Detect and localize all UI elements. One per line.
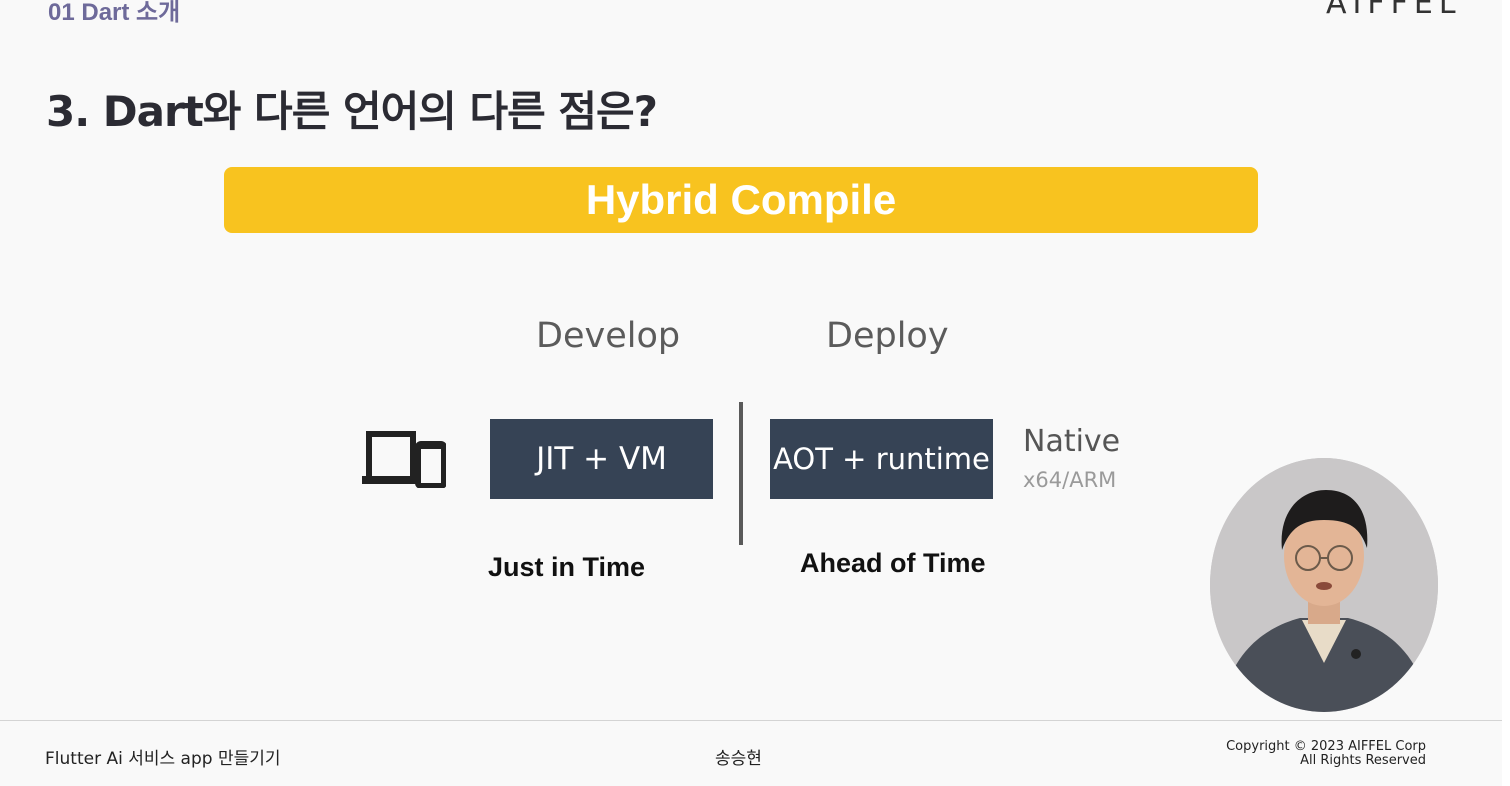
aot-runtime-box: AOT + runtime: [770, 419, 993, 499]
native-label: Native: [1023, 424, 1121, 459]
laptop-phone-icon: [362, 431, 446, 488]
arch-label: x64/ARM: [1023, 468, 1117, 492]
footer-divider: [0, 720, 1502, 721]
banner-text: Hybrid Compile: [585, 176, 897, 223]
presenter-name: 송승현: [715, 749, 762, 769]
jit-caption: Just in Time: [488, 552, 646, 582]
aiffel-logo: AIFFEL: [1326, 0, 1462, 21]
develop-label: Develop: [536, 316, 681, 356]
hybrid-compile-banner: Hybrid Compile: [224, 167, 1258, 233]
aot-caption: Ahead of Time: [800, 548, 986, 578]
rights-line: All Rights Reserved: [1300, 753, 1426, 768]
jit-vm-text: JIT + VM: [536, 441, 667, 477]
course-title: Flutter Ai 서비스 app 만들기기: [45, 749, 281, 769]
slide-title: 3. Dart와 다른 언어의 다른 점은?: [46, 87, 658, 136]
presenter-image: [1210, 458, 1438, 712]
speaker-video: [1210, 458, 1438, 712]
right-edge: [1502, 0, 1510, 786]
section-label: 01 Dart 소개: [48, 0, 181, 26]
deploy-label: Deploy: [826, 316, 949, 356]
jit-vm-box: JIT + VM: [490, 419, 713, 499]
develop-deploy-divider: [739, 402, 743, 545]
aot-runtime-text: AOT + runtime: [773, 442, 990, 476]
copyright: Copyright © 2023 AIFFEL Corp All Rights …: [1226, 740, 1426, 768]
copyright-line: Copyright © 2023 AIFFEL Corp: [1226, 739, 1426, 754]
